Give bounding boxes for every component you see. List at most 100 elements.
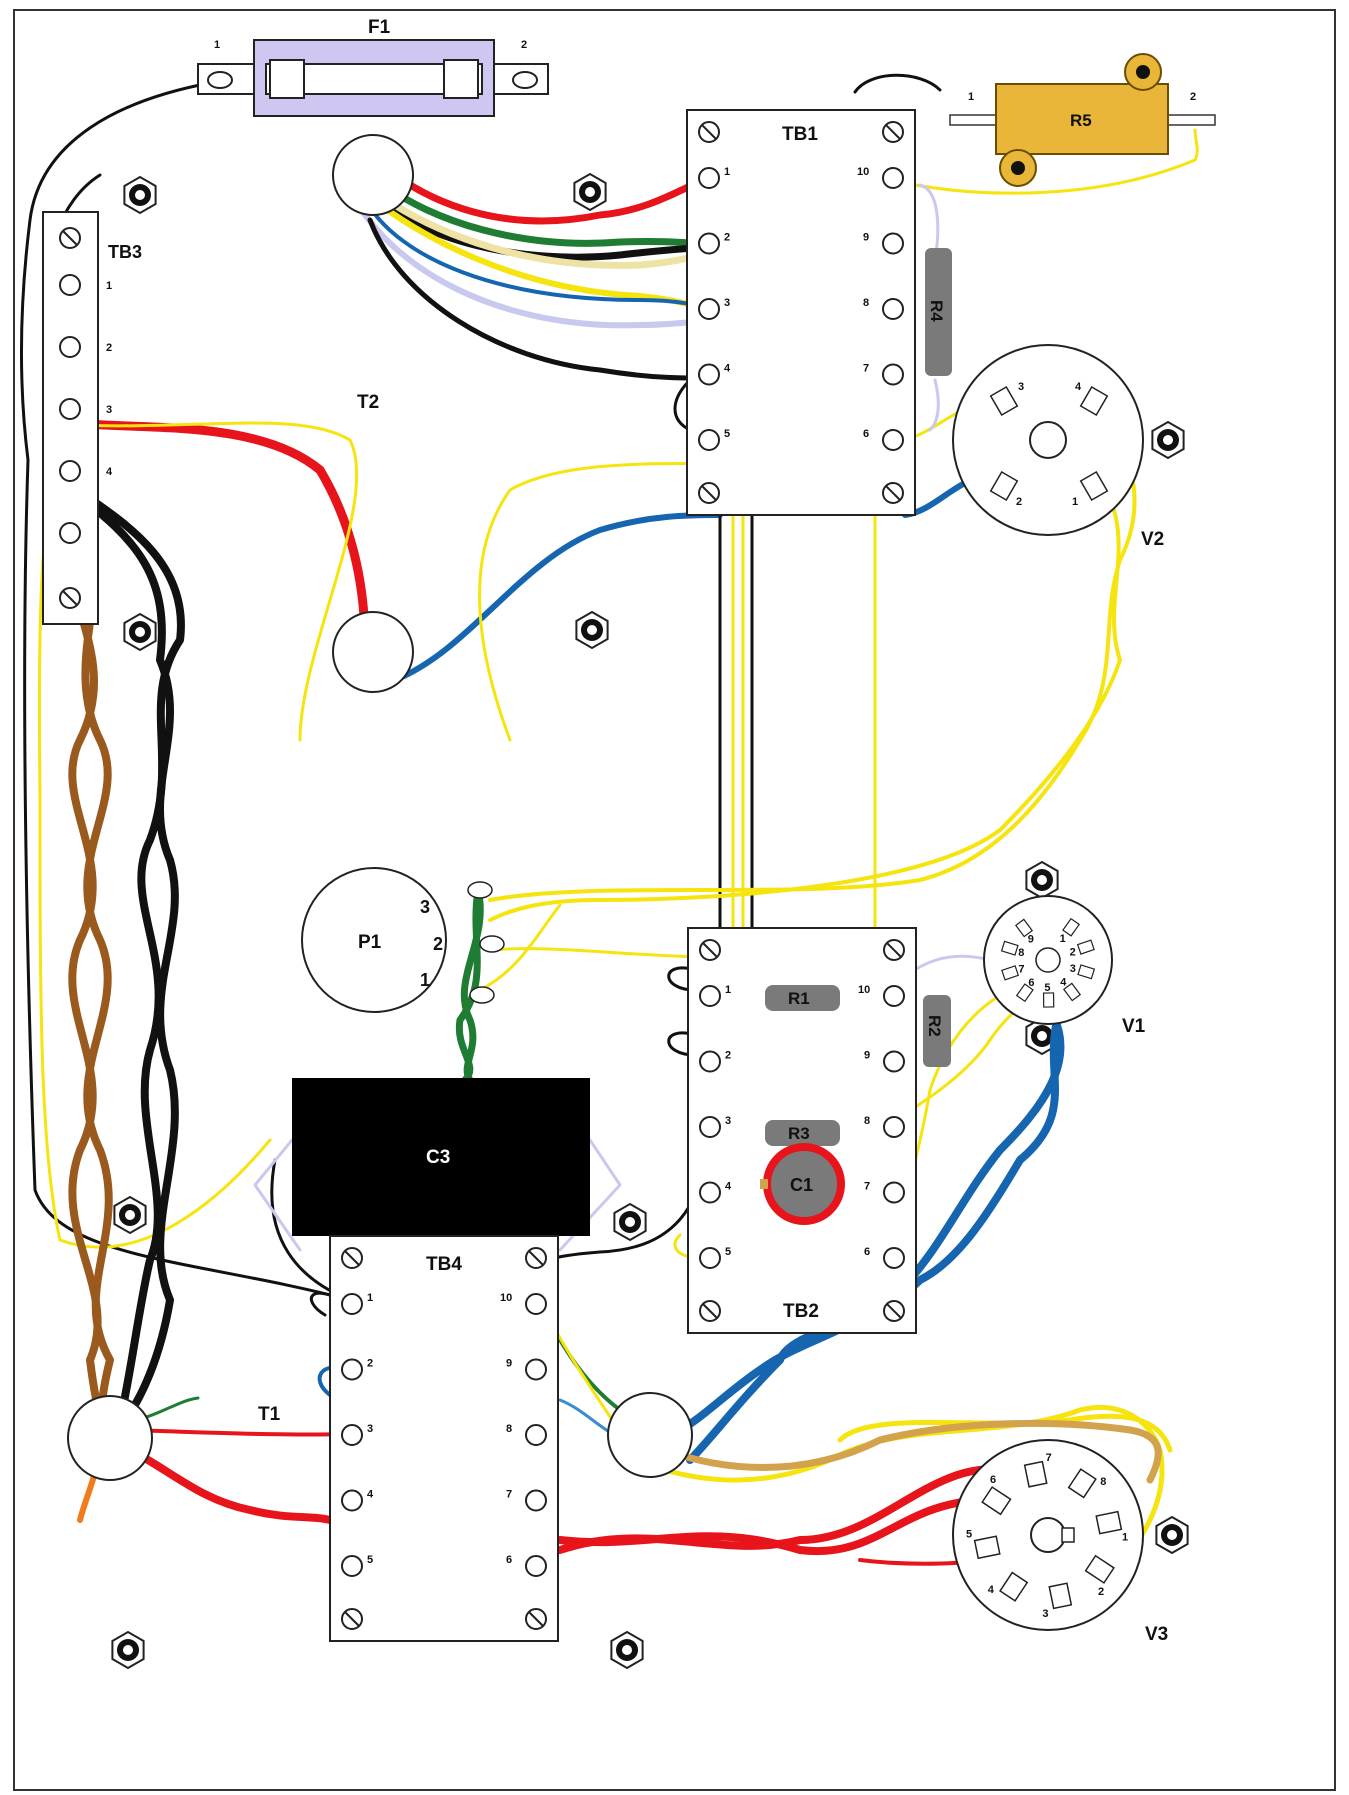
tb4-pin-10: 10 [500,1292,512,1304]
tb2-screw-br [883,1300,905,1322]
tb4-pin-2: 2 [367,1358,373,1370]
v3-label: V3 [1145,1624,1168,1645]
v1-pin-contact [1042,992,1055,1008]
tb4-pin-6: 6 [506,1554,512,1566]
tb4-screw-bl [341,1608,363,1630]
mounting-nut [610,1630,644,1670]
v1-pin-number: 2 [1070,946,1076,958]
p1-pin-3: 3 [420,897,430,917]
r3-label: R3 [788,1124,810,1143]
p1-pin-2: 2 [433,934,443,954]
tb1-terminal-7 [882,363,904,386]
wire-black-r5 [853,73,942,94]
wire-brown-twisted-2 [68,551,109,1434]
tb3-terminal-4 [59,460,81,482]
wire-tan-v3 [661,1419,1162,1484]
v2-pin-2: 2 [1016,496,1022,508]
r5-pin-2: 2 [1190,91,1196,103]
v1-pin-contact [1001,965,1020,981]
tb4-pin-1: 1 [367,1292,373,1304]
capacitor-c1: C1 [760,1143,845,1225]
tb2-pin-3: 3 [725,1115,731,1127]
tb1-terminal-9 [882,232,904,255]
tb1-pin-10: 10 [857,166,869,178]
tb2-screw-bl [699,1300,721,1322]
wire-yellow-twisted-v2-p2 [488,478,1122,922]
tube-socket-v2: 3 4 2 1 V2 [952,344,1164,550]
wire-yellow-twisted-v2-p1 [488,398,1137,902]
tb1-terminal-4 [698,363,720,386]
tb3-pin-4: 4 [106,466,113,478]
v2-label: V2 [1141,529,1164,550]
tb1-pin-3: 3 [724,297,730,309]
mounting-nut [1151,420,1185,460]
tb1-terminal-6 [882,429,904,451]
tb1-pin-2: 2 [724,232,730,244]
mounting-nut [111,1630,145,1670]
mounting-nut [575,610,609,650]
tb4-pin-4: 4 [367,1489,374,1501]
tb1-terminal-1 [698,167,720,189]
tb1-pin-1: 1 [724,166,730,178]
tb4-terminal-4 [341,1489,363,1512]
fuse-label: F1 [368,17,391,38]
tb1-label: TB1 [782,124,818,145]
tb2-pin-8: 8 [864,1115,870,1127]
tb2-pin-10: 10 [858,984,870,996]
v3-pin-contact [1095,1510,1123,1535]
t1-port [67,1395,153,1481]
v1-pin-contact [1014,918,1034,938]
resistor-r4: R4 [925,248,952,376]
tb3-pin-1: 1 [106,280,112,292]
mounting-nut [123,612,157,652]
v1-pin-number: 8 [1018,947,1024,959]
tb1-pin-4: 4 [724,363,731,375]
v3-pin-contact [999,1571,1029,1602]
tb3-screw-top [59,227,81,249]
v1-pin-number: 6 [1028,977,1034,989]
tb4-terminal-3 [341,1424,363,1446]
tb2-terminal-2 [699,1050,721,1073]
v1-pin-number: 9 [1028,933,1034,945]
tb4-terminal-5 [341,1555,363,1577]
mounting-nut [573,172,607,212]
v1-label: V1 [1122,1016,1146,1037]
tb2-pin-5: 5 [725,1246,731,1258]
v3-pin-contact [1067,1468,1097,1499]
wire-red-t1-twisted [126,1446,334,1524]
tb4-terminal-6 [525,1555,547,1577]
tb4-terminal-9 [525,1358,547,1381]
v1-pin-number: 5 [1044,982,1050,994]
tb2-pin-2: 2 [725,1050,731,1062]
v3-pin-contact [1084,1554,1115,1584]
p1-label: P1 [358,932,382,953]
tb4-terminal-1 [341,1293,363,1315]
tb2-pin-6: 6 [864,1246,870,1258]
tb4-screw-tl [341,1247,363,1269]
v2-pin-1: 1 [1072,496,1078,508]
tb3-pin-3: 3 [106,404,112,416]
v1-pin-number: 1 [1060,933,1066,945]
tb2-terminal-4 [699,1181,721,1204]
wire-red-t1-tb4 [123,1428,352,1437]
tb1-screw-tr [882,121,904,143]
resistor-r3: R3 [765,1120,840,1146]
tb1-pin-9: 9 [863,232,869,244]
mounting-nut [1025,1016,1059,1056]
wire-black-twisted-1 [66,481,185,1424]
tb4-pin-8: 8 [506,1423,512,1435]
tb4-pin-9: 9 [506,1358,512,1370]
tb4-pin-7: 7 [506,1489,512,1501]
p1-pin-1: 1 [420,970,430,990]
wire-blue-t2-lower [392,512,723,683]
tb1-pin-5: 5 [724,428,730,440]
r5-label: R5 [1070,111,1092,130]
wire-green-twisted-p1-2 [455,886,482,1084]
v3-pin-number: 7 [1046,1452,1052,1464]
tb1-terminal-2 [698,232,720,255]
tb4-terminal-8 [525,1424,547,1446]
v3-pin-contact [981,1486,1012,1516]
tb3-screw-bottom [59,587,81,609]
